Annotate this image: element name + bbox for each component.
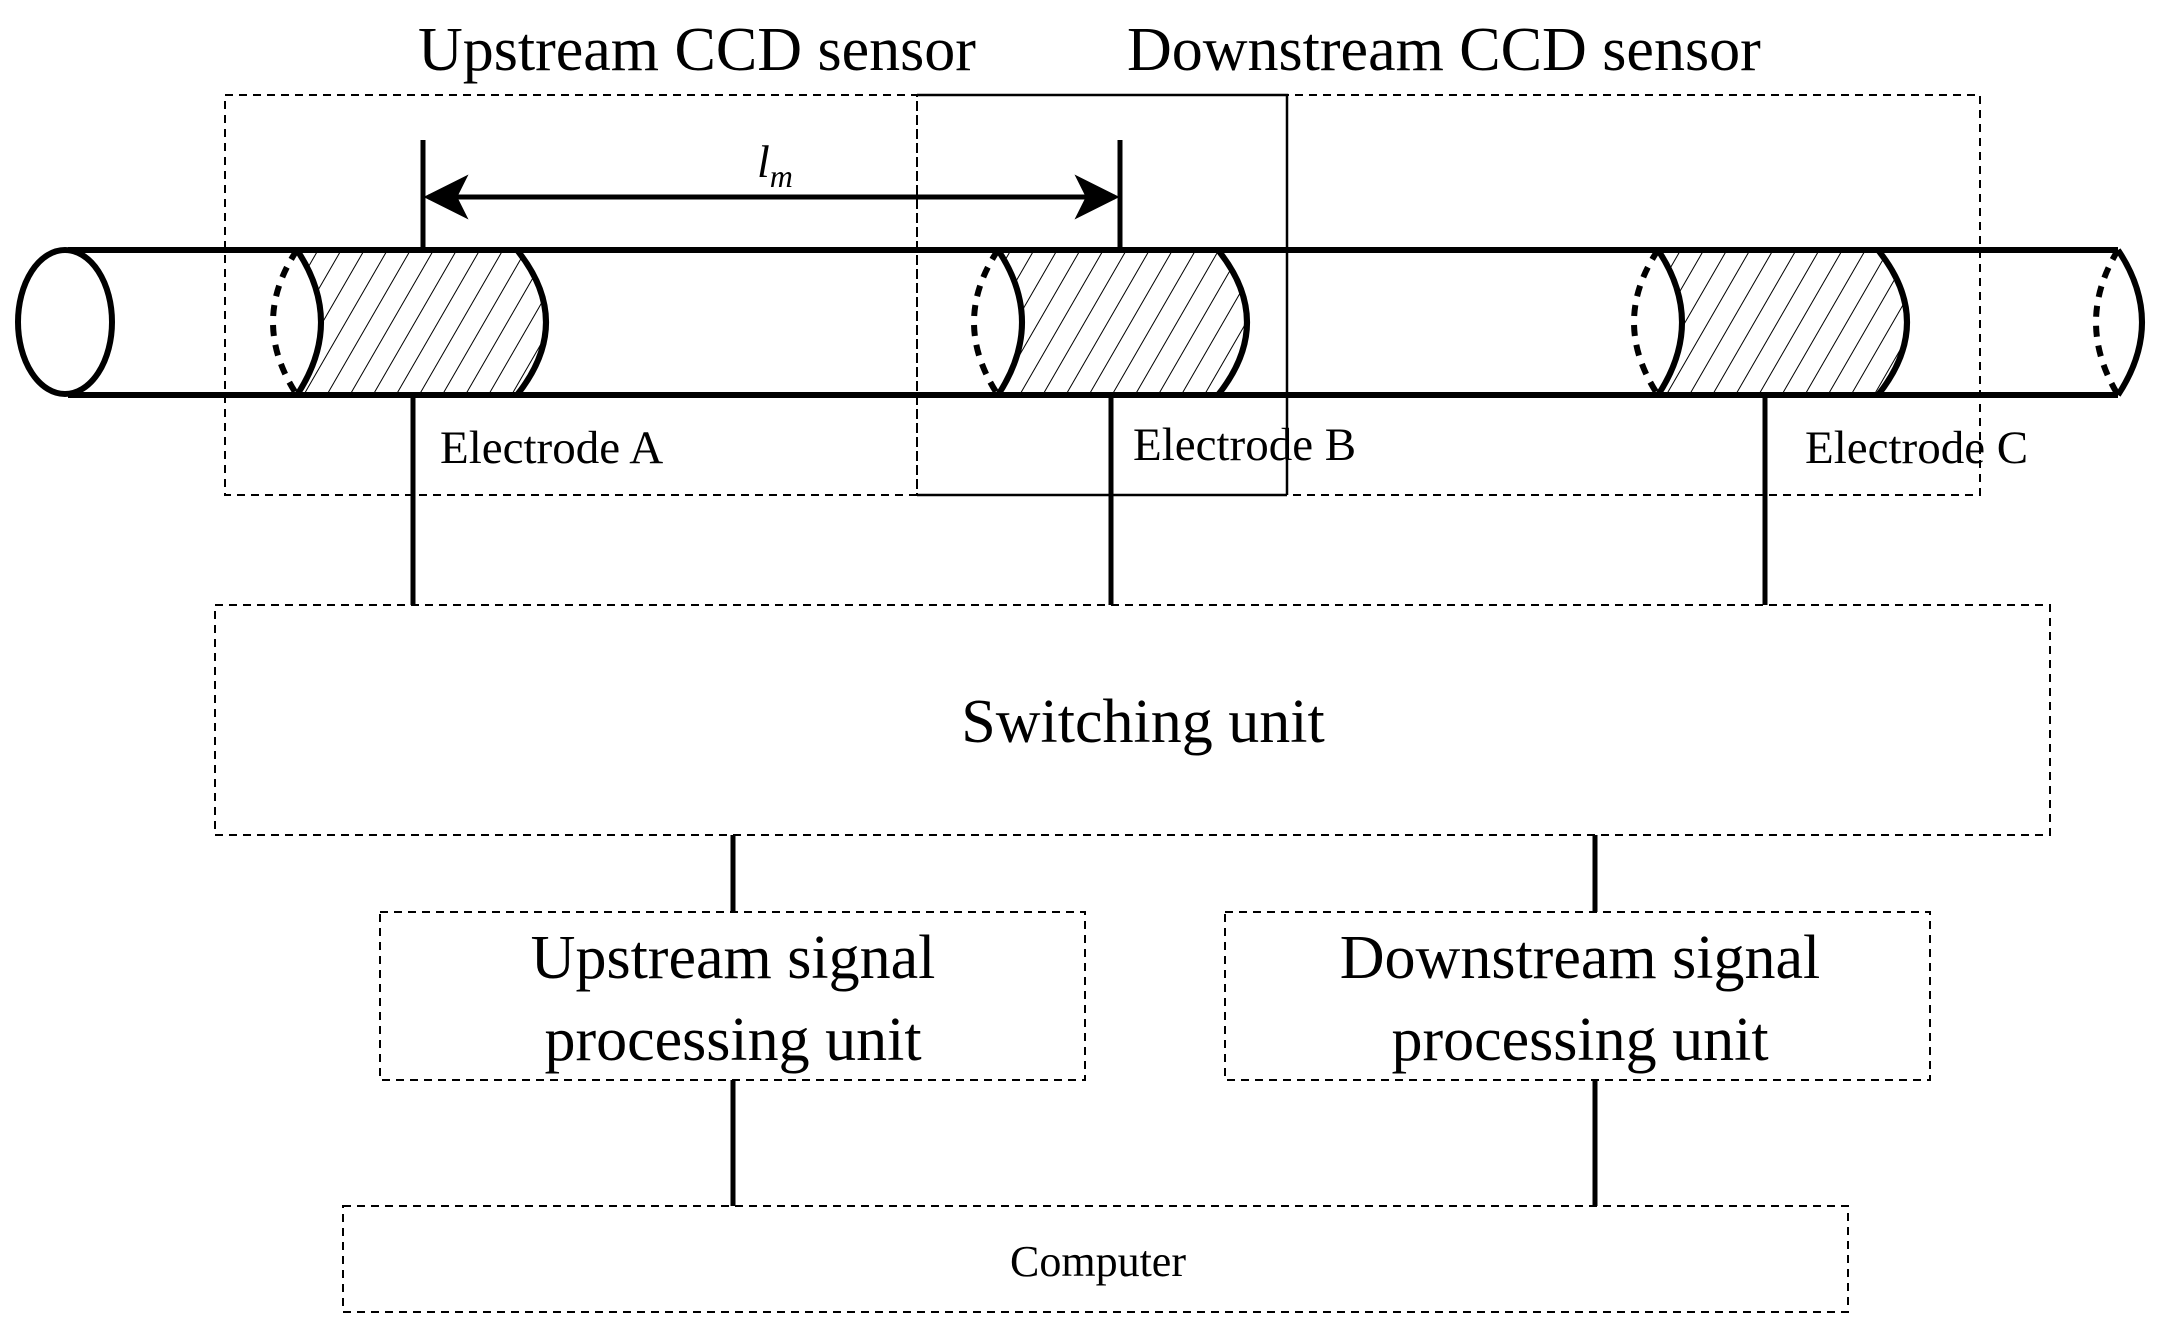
- electrode-c: [1631, 248, 1910, 397]
- upstream-processing-line2: processing unit: [544, 1006, 921, 1074]
- electrode-c-label: Electrode C: [1805, 422, 2028, 474]
- computer-label: Computer: [1010, 1237, 1186, 1286]
- electrode-b-label: Electrode B: [1133, 419, 1356, 471]
- electrode-a-label: Electrode A: [440, 422, 663, 474]
- electrode-b-frame: [917, 93, 1289, 497]
- electrode-b: [971, 248, 1250, 397]
- distance-label: lm: [757, 136, 793, 194]
- computer-box: [342, 1205, 1849, 1313]
- upstream-sensor-title: Upstream CCD sensor: [418, 16, 976, 84]
- downstream-processing-box: [1224, 911, 1931, 1081]
- switching-unit-label: Switching unit: [961, 688, 1324, 756]
- distance-dimension: lm: [420, 136, 1123, 252]
- upstream-processing-line1: Upstream signal: [531, 924, 936, 992]
- electrode-a: [270, 248, 549, 397]
- downstream-processing-line2: processing unit: [1391, 1006, 1768, 1074]
- downstream-sensor-title: Downstream CCD sensor: [1127, 16, 1761, 84]
- switching-unit-box: [214, 604, 2051, 836]
- downstream-processing-line1: Downstream signal: [1340, 924, 1820, 992]
- downstream-sensor-box: [916, 94, 1981, 496]
